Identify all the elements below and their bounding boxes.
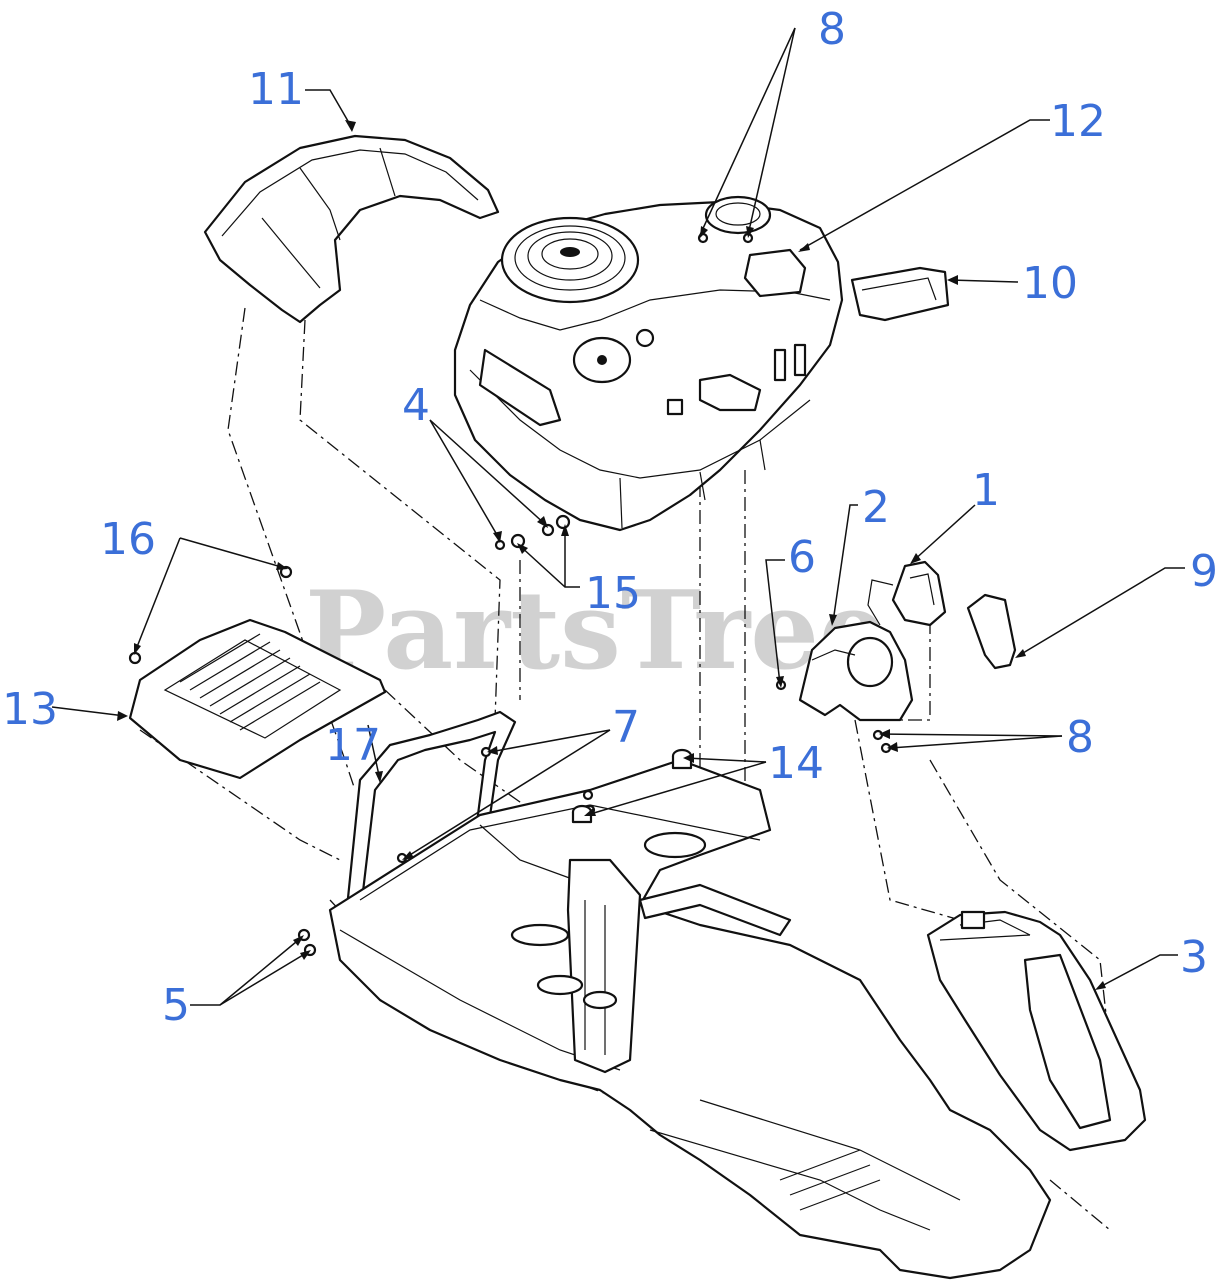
- callout-16: 16: [100, 514, 156, 565]
- part-1-switch-housing: [867, 560, 947, 627]
- part-13-battery-cover: [128, 618, 387, 780]
- callout-labels: 11 8 12 10 4 15 16 13 17 7 14 5 6 2 1 9 …: [2, 4, 1218, 1031]
- watermark: PartsTree: [305, 568, 888, 694]
- callout-9: 9: [1190, 546, 1218, 597]
- main-body-hood: [453, 195, 844, 532]
- leader-lines: [51, 27, 1185, 1006]
- part-3-dash-tower: [926, 910, 1147, 1152]
- callout-8-top: 8: [818, 4, 846, 55]
- callout-12: 12: [1050, 96, 1106, 147]
- callout-13: 13: [2, 684, 58, 735]
- callout-10: 10: [1022, 258, 1078, 309]
- callout-8-right: 8: [1066, 712, 1094, 763]
- callout-5: 5: [162, 980, 190, 1031]
- part-2-shroud: [798, 620, 914, 722]
- callout-6: 6: [788, 532, 816, 583]
- hardware-fasteners: [128, 232, 892, 957]
- callout-15: 15: [585, 568, 641, 619]
- callout-7: 7: [612, 702, 640, 753]
- callout-4: 4: [402, 380, 430, 431]
- callout-17: 17: [325, 720, 381, 771]
- callout-3: 3: [1180, 932, 1208, 983]
- part-10-insert: [850, 266, 950, 322]
- callout-2: 2: [862, 482, 890, 533]
- callout-1: 1: [972, 465, 1000, 516]
- callout-14: 14: [768, 738, 824, 789]
- chassis-frame: [328, 758, 1052, 1280]
- callout-11: 11: [248, 64, 304, 115]
- part-9-knob-cover: [966, 593, 1017, 670]
- part-11-rear-cover: [203, 134, 500, 324]
